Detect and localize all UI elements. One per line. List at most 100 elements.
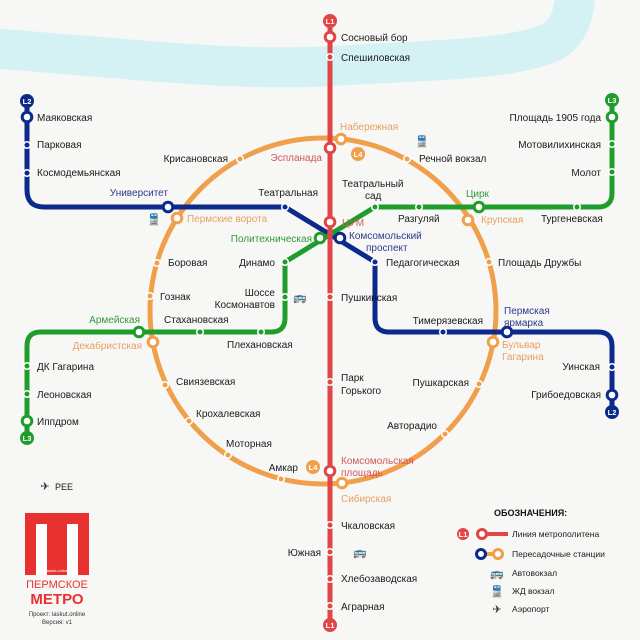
station-label[interactable]: Горького: [341, 386, 382, 397]
station-marker[interactable]: [572, 202, 582, 212]
station-marker[interactable]: [325, 547, 335, 557]
station-label[interactable]: Плехановская: [227, 340, 293, 351]
station-marker[interactable]: [607, 167, 617, 177]
station-label[interactable]: Речной вокзал: [419, 154, 487, 165]
badge-l2-top[interactable]: L2: [20, 94, 34, 108]
station-label[interactable]: Грибоедовская: [531, 389, 601, 401]
badge-l1-top[interactable]: L1: [323, 14, 337, 28]
station-label[interactable]: Пушкарская: [413, 378, 470, 389]
station-marker[interactable]: [160, 380, 170, 390]
airport-code[interactable]: PEE: [55, 482, 73, 492]
station-label[interactable]: Авторадио: [387, 421, 437, 432]
station-marker[interactable]: [607, 362, 617, 372]
station-label[interactable]: Спешиловская: [341, 53, 410, 64]
station-marker[interactable]: [484, 257, 494, 267]
station-marker[interactable]: [325, 520, 335, 530]
station-marker[interactable]: [325, 377, 335, 387]
station-label[interactable]: Педагогическая: [386, 258, 460, 269]
station-label[interactable]: Космонавтов: [215, 300, 275, 311]
station-label[interactable]: Цирк: [466, 189, 490, 200]
badge-l2-bottom[interactable]: L2: [605, 405, 619, 419]
station-label[interactable]: Аграрная: [341, 602, 385, 613]
project-credit[interactable]: Проект: laskut.online: [29, 612, 86, 618]
station-label[interactable]: Гагарина: [502, 352, 544, 363]
station-marker[interactable]: [22, 140, 32, 150]
station-marker[interactable]: [414, 202, 424, 212]
station-label[interactable]: Университет: [110, 188, 169, 199]
station-label[interactable]: Маяковская: [37, 113, 92, 124]
station-label[interactable]: Молот: [571, 168, 601, 179]
station-label[interactable]: Бульвар: [502, 340, 541, 351]
station-label[interactable]: Парковая: [37, 140, 82, 151]
station-label[interactable]: Армейская: [89, 315, 140, 326]
station-label[interactable]: Крупская: [481, 215, 523, 226]
station-label[interactable]: Стахановская: [164, 315, 229, 326]
station-label[interactable]: Пушкинская: [341, 293, 397, 304]
station-marker[interactable]: [370, 202, 380, 212]
station-marker[interactable]: [607, 139, 617, 149]
station-label[interactable]: ярмарка: [504, 318, 544, 329]
station-marker[interactable]: [438, 327, 448, 337]
station-marker[interactable]: [474, 379, 484, 389]
station-label[interactable]: ЦУМ: [342, 218, 364, 229]
station-marker[interactable]: [22, 389, 32, 399]
station-marker[interactable]: [22, 361, 32, 371]
station-marker[interactable]: [280, 202, 290, 212]
transfer-station-marker[interactable]: [323, 464, 337, 478]
station-marker[interactable]: [325, 601, 335, 611]
station-label[interactable]: Комсомольская: [341, 456, 414, 467]
station-label[interactable]: Леоновская: [37, 390, 92, 401]
station-label[interactable]: Сибирская: [341, 493, 391, 505]
station-marker[interactable]: [145, 291, 155, 301]
station-label[interactable]: Хлебозаводская: [341, 573, 417, 585]
station-marker[interactable]: [152, 258, 162, 268]
station-marker[interactable]: [280, 292, 290, 302]
station-label[interactable]: Театральный: [342, 179, 404, 190]
station-marker[interactable]: [195, 327, 205, 337]
transfer-station-marker[interactable]: [334, 132, 348, 146]
badge-l4-bottom[interactable]: L4: [306, 460, 320, 474]
station-marker[interactable]: [370, 257, 380, 267]
station-label[interactable]: Иппдром: [37, 417, 79, 428]
transfer-station-marker[interactable]: [170, 211, 184, 225]
transfer-station-marker[interactable]: [313, 231, 327, 245]
transfer-station-marker[interactable]: [323, 215, 337, 229]
station-label[interactable]: Сосновый бор: [341, 32, 408, 44]
station-label[interactable]: Пермские ворота: [187, 214, 268, 225]
station-marker[interactable]: [402, 154, 412, 164]
station-marker[interactable]: [22, 168, 32, 178]
station-marker[interactable]: [440, 429, 450, 439]
station-label[interactable]: сад: [365, 191, 382, 202]
station-label[interactable]: Пермская: [504, 306, 550, 317]
transfer-station-marker[interactable]: [20, 414, 34, 428]
transfer-station-marker[interactable]: [605, 388, 619, 402]
station-label[interactable]: Гознак: [160, 292, 191, 303]
station-label[interactable]: Тимерязевская: [413, 316, 483, 327]
station-label[interactable]: Шоссе: [245, 288, 276, 299]
transfer-station-marker[interactable]: [333, 231, 347, 245]
badge-l4-top[interactable]: L4: [351, 147, 365, 161]
station-label[interactable]: Свиязевская: [176, 377, 235, 388]
station-label[interactable]: Театральная: [258, 188, 318, 199]
station-label[interactable]: Уинская: [562, 362, 600, 373]
station-label[interactable]: Космодемьянская: [37, 168, 121, 179]
station-marker[interactable]: [223, 450, 233, 460]
transfer-station-marker[interactable]: [486, 335, 500, 349]
station-label[interactable]: проспект: [366, 243, 408, 254]
station-label[interactable]: Динамо: [239, 258, 275, 269]
badge-l1-bottom[interactable]: L1: [323, 618, 337, 632]
station-marker[interactable]: [276, 474, 286, 484]
station-label[interactable]: Парк: [341, 373, 364, 384]
station-label[interactable]: площадь: [341, 468, 383, 479]
station-marker[interactable]: [184, 416, 194, 426]
station-label[interactable]: Политехническая: [231, 234, 312, 245]
station-label[interactable]: Тургеневская: [541, 214, 603, 225]
transfer-station-marker[interactable]: [20, 110, 34, 124]
transfer-station-marker[interactable]: [323, 30, 337, 44]
station-label[interactable]: Боровая: [168, 258, 207, 269]
station-label[interactable]: Комсомольский: [349, 231, 422, 242]
transfer-station-marker[interactable]: [146, 335, 160, 349]
station-marker[interactable]: [325, 52, 335, 62]
station-label[interactable]: Эспланада: [271, 153, 323, 164]
transfer-station-marker[interactable]: [323, 141, 337, 155]
